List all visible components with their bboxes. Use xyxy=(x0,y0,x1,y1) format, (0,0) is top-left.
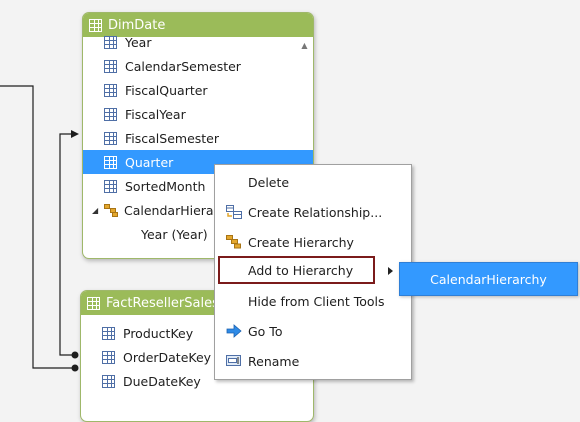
column-icon xyxy=(104,155,117,169)
column-label: DueDateKey xyxy=(123,373,201,389)
submenu-arrow-icon xyxy=(388,267,393,275)
column-label: FiscalYear xyxy=(125,106,186,122)
column-row[interactable]: CalendarSemester xyxy=(83,54,313,78)
column-label: CalendarSemester xyxy=(125,58,241,74)
column-row[interactable]: FiscalQuarter xyxy=(83,78,313,102)
column-row[interactable]: OrderDateKey xyxy=(81,345,313,369)
column-row[interactable]: ProductKey xyxy=(81,321,313,345)
menu-item-create-relationship[interactable]: Create Relationship... xyxy=(215,198,411,226)
column-label: Quarter xyxy=(125,154,174,170)
column-row[interactable]: FiscalYear xyxy=(83,102,313,126)
column-icon xyxy=(104,83,117,97)
column-icon xyxy=(104,107,117,121)
table-icon xyxy=(89,18,102,32)
column-row[interactable]: FiscalSemester xyxy=(83,126,313,150)
column-row[interactable]: DueDateKey xyxy=(81,369,313,393)
context-menu: Delete Create Relationship... xyxy=(214,164,412,380)
submenu-item-calendarhierarchy[interactable]: CalendarHierarchy xyxy=(399,262,578,296)
column-icon xyxy=(104,131,117,145)
menu-item-hide-from-client-tools[interactable]: Hide from Client Tools xyxy=(215,287,411,315)
hierarchy-icon xyxy=(226,235,242,249)
menu-item-label: Hide from Client Tools xyxy=(248,293,385,309)
rename-icon xyxy=(226,354,242,368)
hierarchy-level-row[interactable]: Year (Year) xyxy=(83,222,313,246)
column-label: FiscalSemester xyxy=(125,130,220,146)
menu-item-label: Delete xyxy=(248,174,290,190)
table-title: DimDate xyxy=(108,17,166,33)
relationship-lines xyxy=(0,85,79,372)
arrow-right-icon xyxy=(226,324,242,338)
table-title: FactResellerSales xyxy=(106,295,219,311)
table-icon xyxy=(87,296,100,310)
table-dimdate[interactable]: DimDate ▲ Year CalendarSemester FiscalQu… xyxy=(82,12,314,259)
column-icon xyxy=(104,179,117,193)
hierarchy-label: CalendarHierarchy xyxy=(124,202,241,218)
menu-item-label: Go To xyxy=(248,323,283,339)
menu-item-rename[interactable]: Rename xyxy=(215,347,411,375)
column-label: SortedMonth xyxy=(125,178,206,194)
relationship-icon xyxy=(226,205,242,219)
column-icon xyxy=(102,326,115,340)
submenu-item-label: CalendarHierarchy xyxy=(430,271,547,287)
column-icon xyxy=(104,35,117,49)
menu-item-label: Rename xyxy=(248,353,300,369)
hierarchy-icon xyxy=(104,203,118,217)
column-label: Year xyxy=(125,34,152,50)
column-label: FiscalQuarter xyxy=(125,82,208,98)
column-row[interactable]: SortedMonth xyxy=(83,174,313,198)
hierarchy-level-label: Year (Year) xyxy=(141,226,208,242)
menu-item-label: Create Hierarchy xyxy=(248,234,354,250)
column-label: OrderDateKey xyxy=(123,349,212,365)
menu-item-go-to[interactable]: Go To xyxy=(215,317,411,345)
menu-item-create-hierarchy[interactable]: Create Hierarchy xyxy=(215,228,411,256)
scroll-up-icon[interactable]: ▲ xyxy=(301,41,308,50)
column-icon xyxy=(104,59,117,73)
menu-item-delete[interactable]: Delete xyxy=(215,168,411,196)
menu-item-label: Add to Hierarchy xyxy=(248,262,354,278)
menu-item-label: Create Relationship... xyxy=(248,204,383,220)
menu-item-add-to-hierarchy[interactable]: Add to Hierarchy xyxy=(218,256,375,284)
hierarchy-row[interactable]: ◢ CalendarHierarchy xyxy=(83,198,313,222)
column-row-selected[interactable]: Quarter xyxy=(83,150,313,174)
table-header[interactable]: DimDate xyxy=(83,13,313,37)
column-label: ProductKey xyxy=(123,325,194,341)
column-row[interactable]: Year xyxy=(83,30,313,54)
column-icon xyxy=(102,350,115,364)
column-icon xyxy=(102,374,115,388)
collapse-triangle-icon[interactable]: ◢ xyxy=(92,205,99,215)
